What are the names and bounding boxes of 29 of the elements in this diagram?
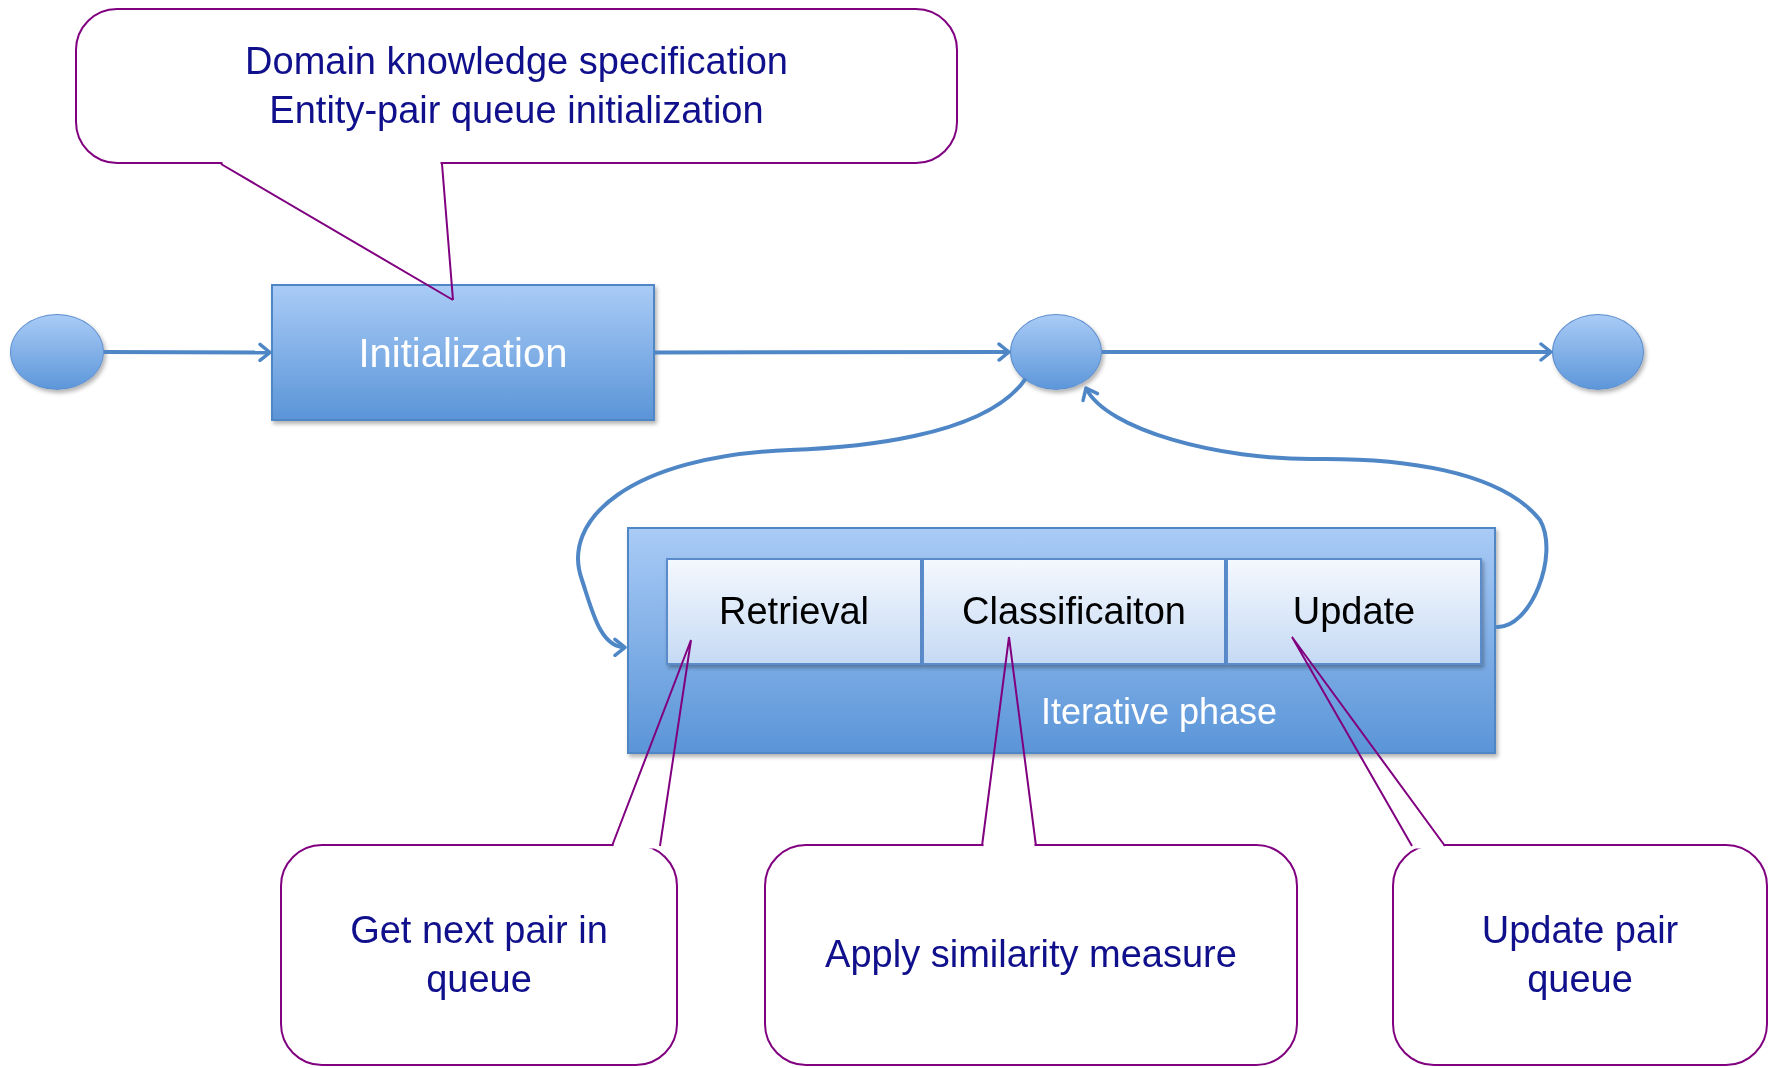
node-label: Iterative phase — [1041, 690, 1278, 735]
callout-pointer — [220, 163, 454, 301]
callout-box — [1392, 844, 1768, 1066]
node-label: Initialization — [358, 329, 568, 377]
callout-pointer — [981, 636, 1037, 847]
callout-text: Entity-pair queue initialization — [269, 88, 764, 133]
callout-text: Get next pair in queue — [349, 907, 609, 1002]
node-label: Update — [1292, 588, 1416, 634]
callout-text: Domain knowledge specification — [245, 38, 788, 84]
phase-box — [627, 527, 1496, 754]
process-box — [271, 284, 655, 421]
arrow — [655, 342, 1011, 362]
arrow — [1102, 342, 1553, 362]
step-box — [666, 558, 922, 665]
step-box — [922, 558, 1226, 665]
callout-text: Apply similarity measure — [824, 932, 1238, 978]
arrow — [576, 377, 1028, 656]
node-label: Retrieval — [719, 588, 869, 634]
arrow — [104, 342, 272, 363]
callout-pointer — [611, 639, 692, 847]
circle-shape — [1010, 314, 1102, 390]
callout-box — [280, 844, 678, 1066]
callout-text: Update pair queue — [1480, 907, 1680, 1002]
callout-pointer — [1291, 636, 1446, 847]
step-box — [1226, 558, 1482, 665]
callout-box — [75, 8, 958, 164]
node-label: Classificaiton — [962, 588, 1186, 634]
arrow — [1083, 386, 1549, 629]
callout-box — [764, 844, 1298, 1066]
